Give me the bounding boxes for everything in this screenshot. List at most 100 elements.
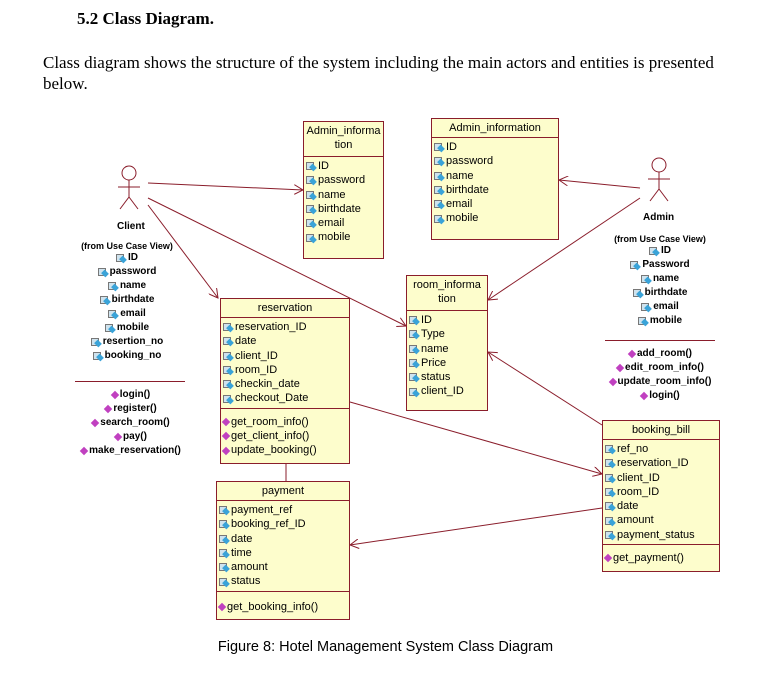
attr: checkin_date xyxy=(235,378,300,391)
admin-op: login() xyxy=(649,390,680,401)
attribute-icon xyxy=(605,516,616,526)
attr: name xyxy=(318,188,346,201)
class-room-information: room_informa tion ID Type name Price sta… xyxy=(406,275,488,411)
op: get_booking_info() xyxy=(227,600,319,613)
operation-icon xyxy=(110,390,119,400)
admin-separator xyxy=(605,340,715,341)
class-attributes: ID password name birthdate email mobile xyxy=(432,138,558,228)
operation-icon xyxy=(608,377,617,387)
attribute-icon xyxy=(97,267,109,277)
attr: payment_ref xyxy=(231,504,293,516)
attribute-icon xyxy=(649,246,660,256)
attr: password xyxy=(318,174,366,187)
attr: status xyxy=(421,371,451,384)
class-title: room_informa tion xyxy=(407,276,487,311)
admin-source: (from Use Case View) xyxy=(614,234,706,244)
attribute-icon xyxy=(409,387,420,397)
attribute-icon xyxy=(223,394,234,404)
line-admin-admininfo xyxy=(559,180,641,189)
client-attr: booking_no xyxy=(104,350,162,361)
attr: mobile xyxy=(318,231,351,244)
attribute-icon xyxy=(116,253,127,263)
attr: status xyxy=(231,575,261,588)
attribute-icon xyxy=(108,309,119,319)
attr: payment_status xyxy=(617,528,695,541)
figure-caption: Figure 8: Hotel Management System Class … xyxy=(217,639,554,655)
attr: mobile xyxy=(446,212,479,225)
client-actor-block: (from Use Case View) ID password name bi… xyxy=(72,241,182,363)
class-admin-information-right: Admin_information ID password name birth… xyxy=(431,118,559,240)
admin-operations: add_room() edit_room_info() update_room_… xyxy=(603,347,718,403)
line-reservation-bill xyxy=(349,401,602,474)
attribute-icon xyxy=(219,519,230,529)
attr: Type xyxy=(421,328,445,341)
class-attributes: ref_no reservation_ID client_ID room_ID … xyxy=(603,440,719,546)
attr: checkout_Date xyxy=(235,392,309,405)
attribute-icon xyxy=(605,530,616,540)
attr: password xyxy=(446,155,494,168)
class-operations: get_payment() xyxy=(603,545,719,567)
client-separator xyxy=(75,381,185,382)
attribute-icon xyxy=(223,351,234,361)
attr: amount xyxy=(617,514,654,527)
attribute-icon xyxy=(632,288,644,298)
attr: time xyxy=(231,546,252,559)
attribute-icon xyxy=(409,372,420,382)
class-reservation: reservation reservation_ID date client_I… xyxy=(220,298,350,464)
attribute-icon xyxy=(107,281,119,291)
client-source: (from Use Case View) xyxy=(81,241,173,251)
class-attributes: ID password name birthdate email mobile xyxy=(304,157,383,247)
attribute-icon xyxy=(219,505,230,515)
section-heading: 5.2 Class Diagram. xyxy=(77,9,214,28)
attr: amount xyxy=(231,561,268,574)
client-attr: birthdate xyxy=(111,294,155,305)
operation-icon xyxy=(79,446,89,456)
attribute-icon xyxy=(219,534,230,544)
attr: reservation_ID xyxy=(235,321,307,333)
attribute-icon xyxy=(90,337,102,347)
admin-attr: mobile xyxy=(649,315,683,326)
attribute-icon xyxy=(640,274,652,284)
operation-icon xyxy=(113,432,123,442)
client-attr: resertion_no xyxy=(102,336,164,347)
attribute-icon xyxy=(219,548,230,558)
attribute-icon xyxy=(434,199,445,209)
client-attr: mobile xyxy=(116,322,150,333)
op: update_booking() xyxy=(231,444,317,457)
class-attributes: reservation_ID date client_ID room_ID ch… xyxy=(221,318,349,409)
client-op: search_room() xyxy=(100,417,170,428)
operation-icon xyxy=(104,404,113,414)
line-client-room xyxy=(147,197,406,326)
attr: name xyxy=(446,169,474,182)
attr: room_ID xyxy=(617,485,660,498)
client-attr: name xyxy=(119,280,147,291)
client-op: pay() xyxy=(123,431,147,442)
operation-icon xyxy=(217,602,227,612)
operation-icon xyxy=(221,431,231,441)
admin-attr: Password xyxy=(642,259,690,270)
client-attr: ID xyxy=(128,252,138,263)
class-title: Admin_informa tion xyxy=(304,122,383,157)
class-title: booking_bill xyxy=(603,421,719,440)
attribute-icon xyxy=(219,562,230,572)
attribute-icon xyxy=(223,379,234,389)
admin-attr: ID xyxy=(661,245,671,256)
client-attr: email xyxy=(120,308,146,319)
op: get_room_info() xyxy=(231,415,309,428)
op: get_payment() xyxy=(613,552,684,565)
class-payment: payment payment_ref booking_ref_ID date … xyxy=(216,481,350,620)
class-admin-information-left: Admin_informa tion ID password name birt… xyxy=(303,121,384,259)
attr: ID xyxy=(318,160,329,172)
attribute-icon xyxy=(409,329,420,339)
attr: ID xyxy=(446,141,457,153)
attribute-icon xyxy=(223,322,234,332)
attribute-icon xyxy=(306,175,317,185)
line-admin-room xyxy=(488,197,641,300)
attribute-icon xyxy=(219,577,230,587)
attribute-icon xyxy=(409,315,420,325)
attr: date xyxy=(231,532,253,545)
attribute-icon xyxy=(409,358,420,368)
client-attributes: ID password name birthdate email mobile … xyxy=(72,251,182,363)
client-actor-icon xyxy=(118,165,140,210)
